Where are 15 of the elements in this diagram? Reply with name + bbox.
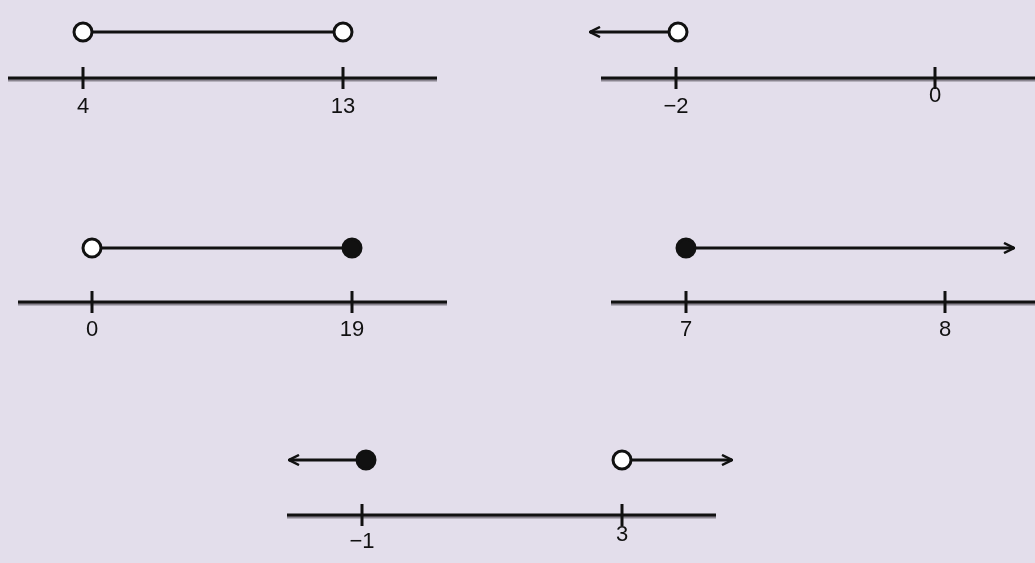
tick-label: 13 <box>330 95 356 117</box>
tick-label: 19 <box>339 318 365 340</box>
tick-label: −1 <box>349 530 375 552</box>
tick-label: −2 <box>663 95 689 117</box>
ray-arrow <box>631 453 734 467</box>
ray-arrow <box>588 25 669 39</box>
tick-label: 4 <box>76 95 90 117</box>
ray-arrow <box>287 453 357 467</box>
tick-label: 3 <box>615 523 629 545</box>
tick-label: 0 <box>85 318 99 340</box>
tick-label: 8 <box>938 318 952 340</box>
interval-segment <box>92 30 334 34</box>
interval-segment <box>101 246 343 250</box>
ray-arrow <box>695 241 1016 255</box>
tick-label: 7 <box>679 318 693 340</box>
